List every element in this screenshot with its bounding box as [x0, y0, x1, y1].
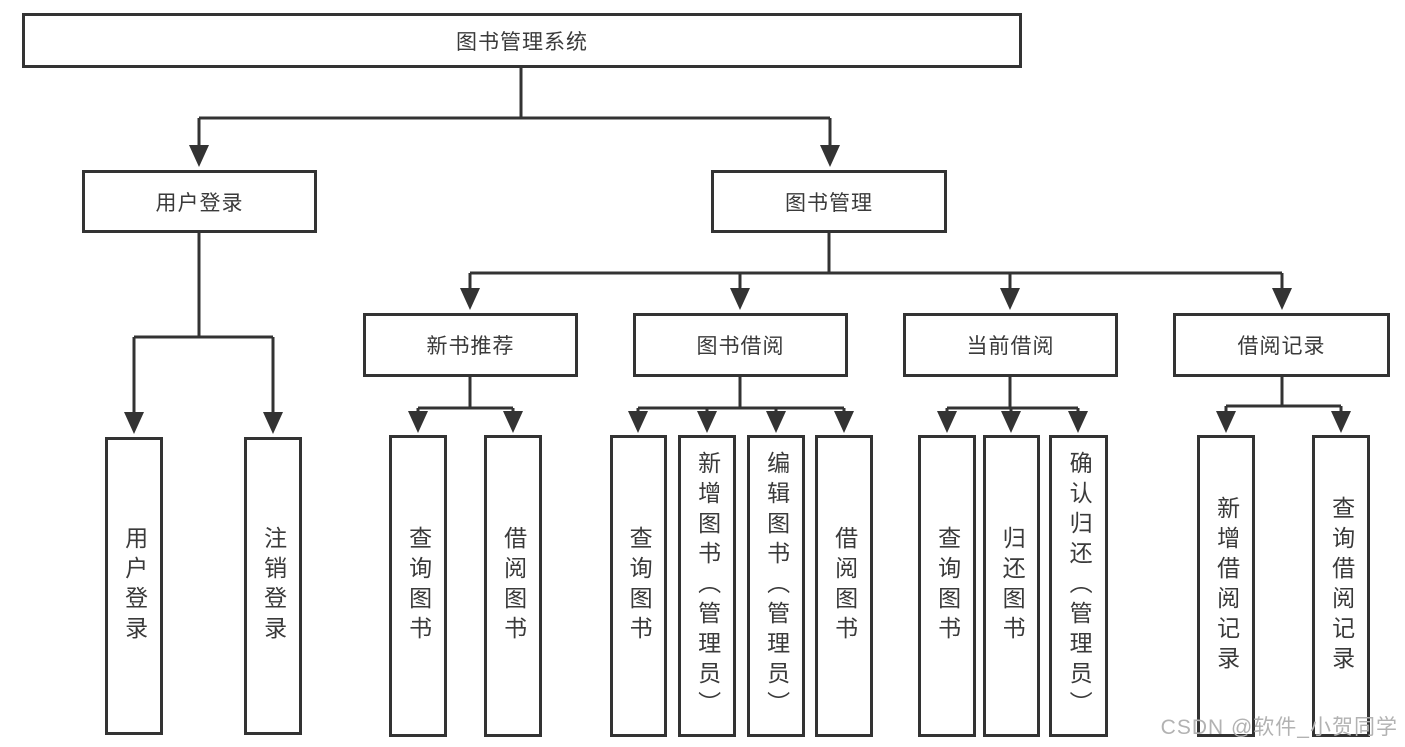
leaf-confirm-return-admin: 确认归还（管理员）: [1049, 435, 1108, 737]
leaf-query-borrow-record: 查询借阅记录: [1312, 435, 1370, 737]
leaf-add-books-admin: 新增图书（管理员）: [678, 435, 736, 737]
leaf-query-books-current: 查询图书: [918, 435, 976, 737]
leaf-query-books-borrow: 查询图书: [610, 435, 667, 737]
node-new-book-recommend: 新书推荐: [363, 313, 578, 377]
node-borrow-records: 借阅记录: [1173, 313, 1390, 377]
leaf-query-books-recommend: 查询图书: [389, 435, 447, 737]
leaf-borrow-books-recommend: 借阅图书: [484, 435, 542, 737]
connector-new-book-recommend: [416, 377, 515, 413]
leaf-borrow-books: 借阅图书: [815, 435, 873, 737]
leaf-edit-books-admin: 编辑图书（管理员）: [747, 435, 805, 737]
leaf-logout: 注销登录: [244, 437, 302, 735]
connector-current-borrow: [945, 377, 1080, 413]
connector-book-borrow: [636, 377, 846, 413]
node-library-management-system: 图书管理系统: [22, 13, 1022, 68]
leaf-return-books: 归还图书: [983, 435, 1040, 737]
connector-user-login: [132, 233, 275, 414]
leaf-user-login: 用户登录: [105, 437, 163, 735]
node-book-borrow: 图书借阅: [633, 313, 848, 377]
connector-borrow-records: [1224, 377, 1343, 413]
arrowheads: [124, 145, 1351, 434]
csdn-watermark: CSDN @软件_小贺同学: [1160, 716, 1398, 739]
node-book-management: 图书管理: [711, 170, 947, 233]
leaf-add-borrow-record: 新增借阅记录: [1197, 435, 1255, 737]
node-current-borrow: 当前借阅: [903, 313, 1118, 377]
connector-book-management: [468, 233, 1284, 290]
connector-root: [197, 68, 832, 148]
node-user-login: 用户登录: [82, 170, 317, 233]
